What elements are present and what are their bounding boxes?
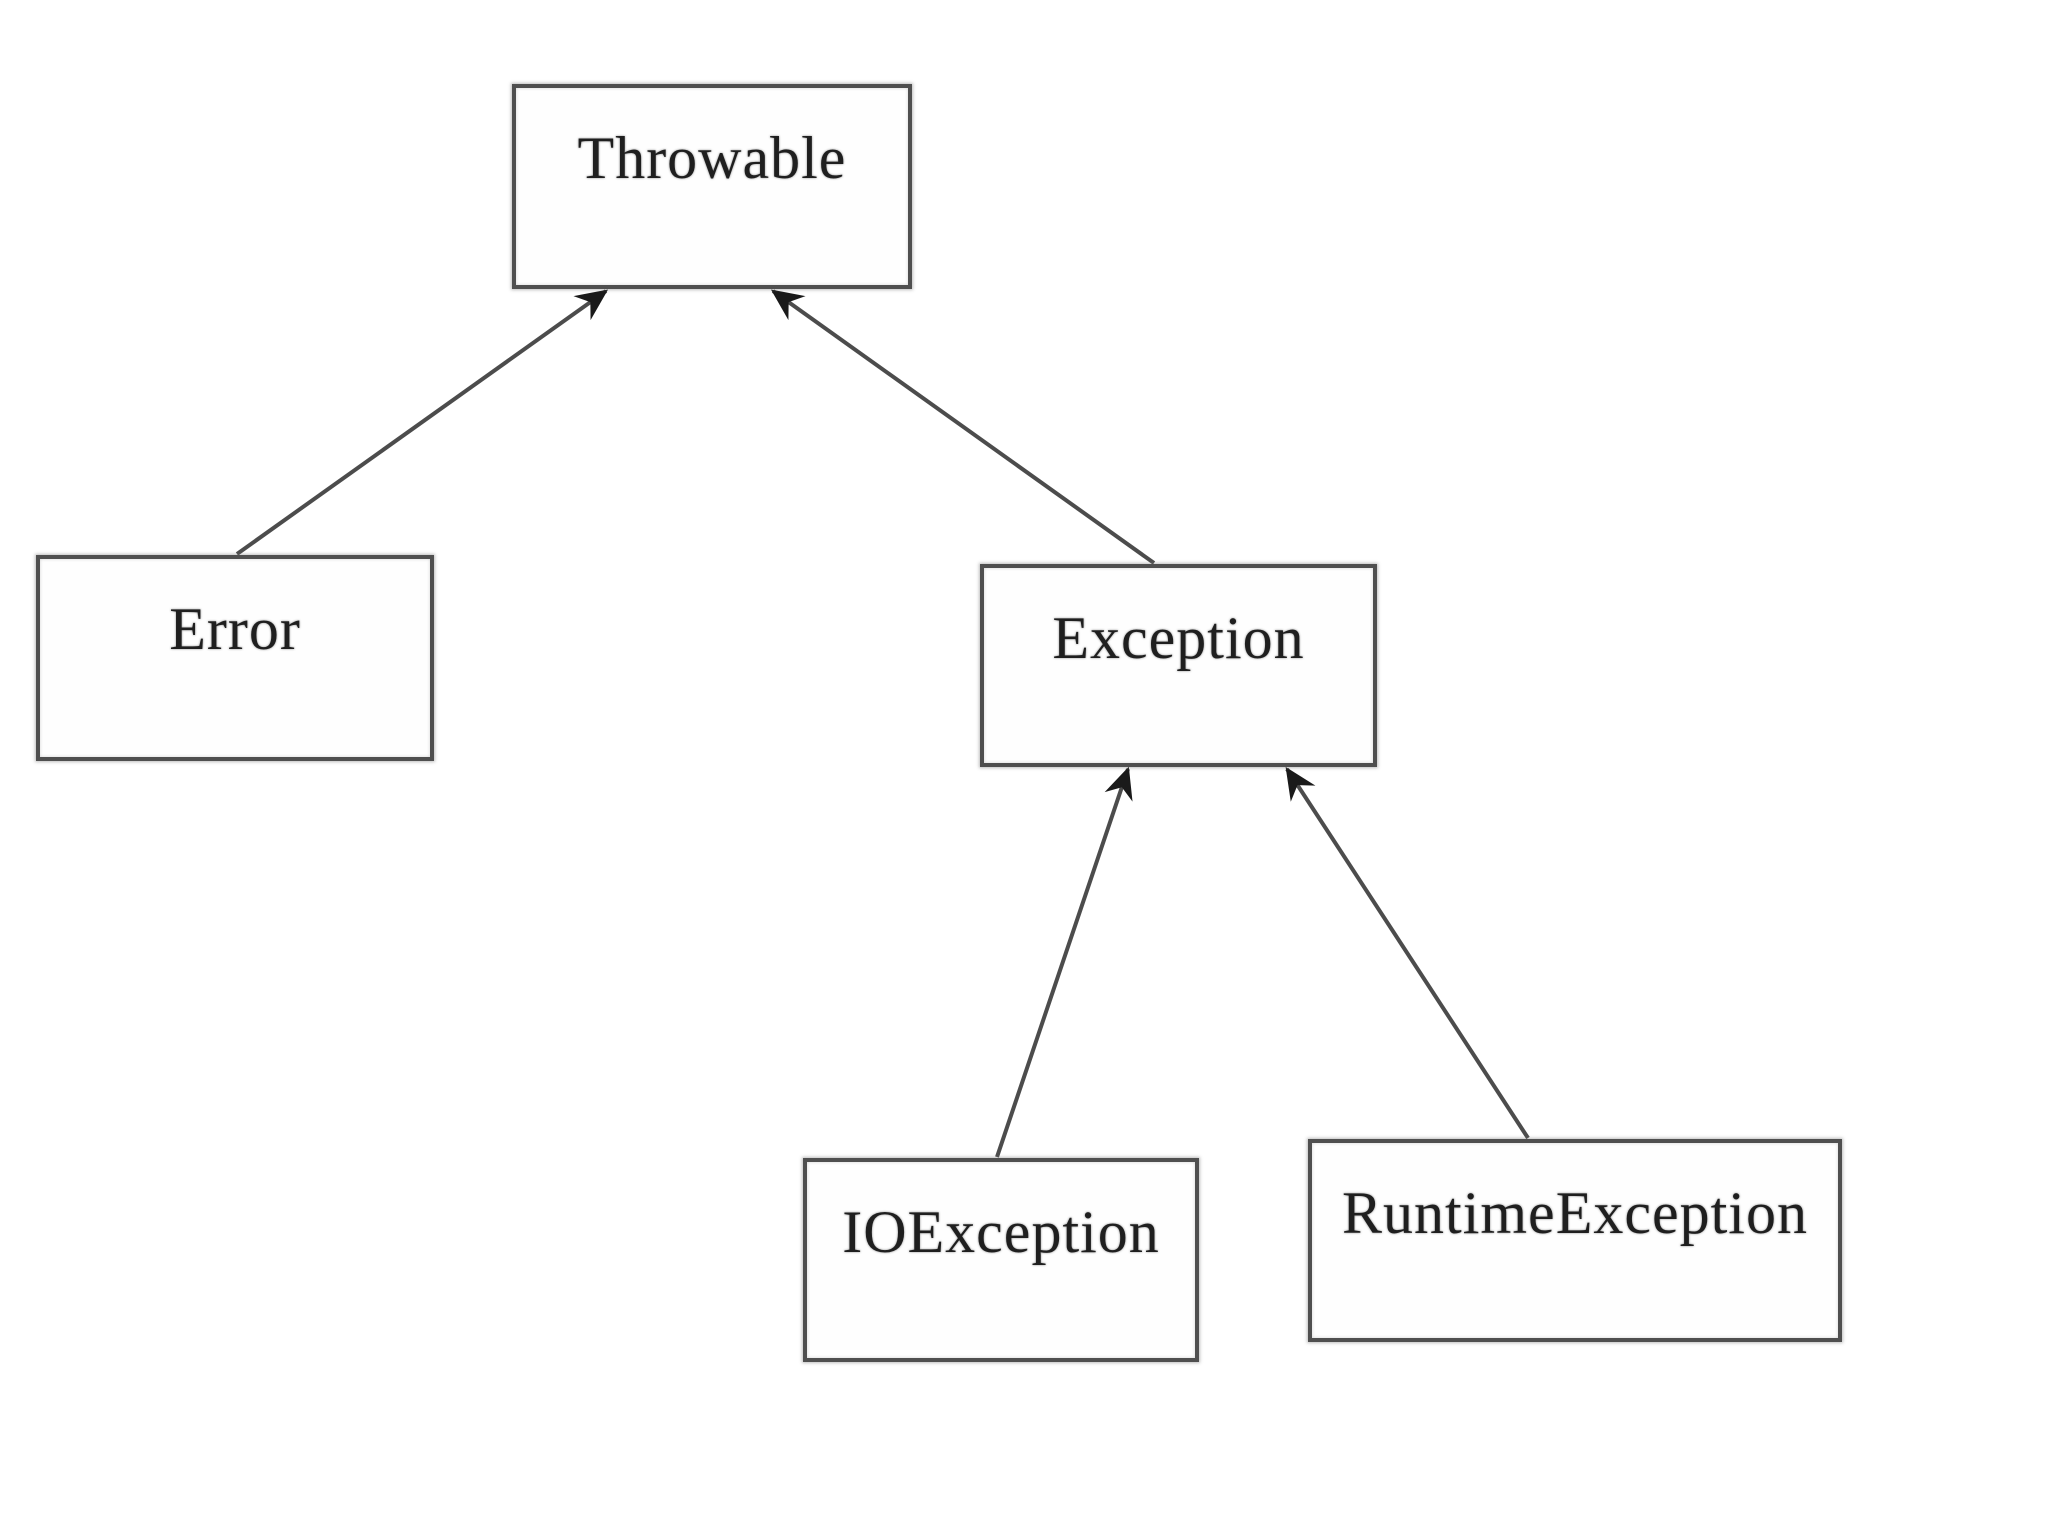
class-label-throwable: Throwable	[577, 125, 847, 191]
edge-error-to-throwable	[235, 289, 609, 556]
class-box-runtimeexception: RuntimeException	[1308, 1139, 1842, 1342]
class-label-error: Error	[169, 596, 301, 662]
class-label-runtimeexception: RuntimeException	[1342, 1180, 1808, 1246]
class-label-exception: Exception	[1052, 605, 1305, 671]
class-box-throwable: Throwable	[512, 84, 912, 289]
edge-runtimeexception-to-exception	[1285, 766, 1530, 1140]
class-box-exception: Exception	[980, 564, 1377, 767]
edge-ioexception-to-exception	[995, 766, 1133, 1158]
class-label-ioexception: IOException	[842, 1199, 1160, 1265]
class-box-error: Error	[36, 555, 434, 761]
edge-exception-to-throwable	[770, 289, 1156, 565]
class-box-ioexception: IOException	[803, 1158, 1199, 1362]
